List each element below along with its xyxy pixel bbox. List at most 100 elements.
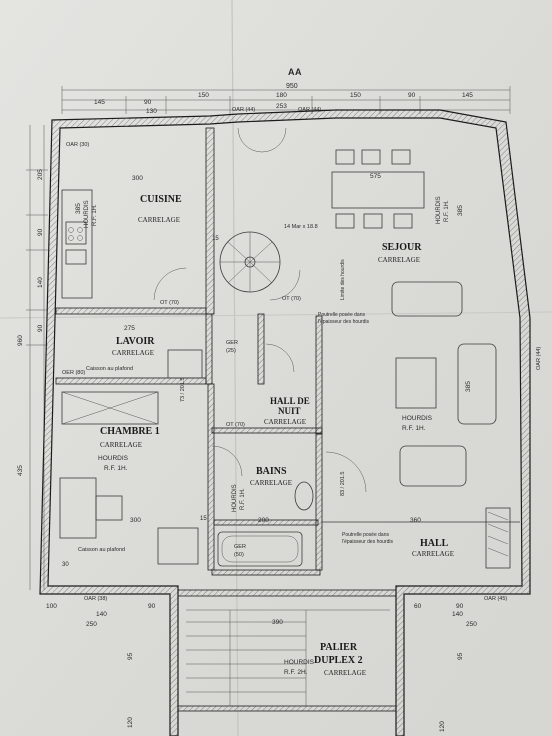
label-ot-70-sejour: OT (70) [282,296,301,302]
room-floor-sejour: CARRELAGE [378,256,420,264]
dim-left-2: 90 [37,228,44,236]
dim-left-4: 90 [37,324,44,332]
room-name-bains: BAINS [256,466,287,477]
dim-chambre-300: 300 [130,517,141,524]
section-mark-a2: A [295,67,302,77]
note-poutrelle-2: l'épaisseur des hourdis [318,319,369,325]
note-caisson-chambre: Caisson au plafond [78,547,125,553]
dim-sejour-385: 385 [457,205,464,216]
dim-door-83: 83 / 201.5 [340,472,346,496]
dim-bains-200: 200 [258,517,269,524]
dim-left-120: 120 [127,717,134,728]
hall-radiator [485,507,511,569]
dim-bottom-90-b: 90 [456,603,464,610]
note-caisson-lavoir: Caisson au plafond [86,366,133,372]
dining-table [331,149,425,229]
dim-bottom-60: 60 [414,603,422,610]
dim-30-a: 30 [62,562,69,568]
label-oar-38: OAR (38) [84,596,107,602]
label-ger-lavoir: GER [226,340,238,346]
dim-top-1: 145 [94,99,105,106]
living-sofas [391,281,497,487]
dim-bottom-90: 90 [148,603,156,610]
dim-hall-360: 360 [410,517,421,524]
laundry-unit [167,349,203,379]
room-name-sejour: SEJOUR [382,242,422,253]
dim-bottom-140: 140 [96,611,107,618]
dim-top-7: 145 [462,92,473,99]
dim-bottom-100: 100 [46,603,57,610]
label-ger-25: (25) [226,348,236,354]
room-name-hall-nuit-1: HALL DE [270,396,310,406]
room-name-chambre: CHAMBRE 1 [100,426,160,437]
dim-left-6: 435 [17,465,24,476]
dim-top-5: 150 [350,92,361,99]
note-hourdis-sejour-2: HOURDIS [402,415,433,422]
door-swings [153,127,367,493]
label-oar-30: OAR (30) [66,142,89,148]
note-rf2h-palier: R.F. 2H. [284,669,308,676]
note-rf1h-sejour-2: R.F. 1H. [402,425,426,432]
room-floor-cuisine: CARRELAGE [138,216,180,224]
room-name-cuisine: CUISINE [140,194,182,205]
note-hourdis-sejour: HOURDIS [436,196,442,224]
room-floor-palier: CARRELAGE [324,669,366,677]
room-name-palier-1: PALIER [320,642,358,653]
dim-left-5: 960 [17,335,24,346]
spiral-staircase [219,231,281,293]
room-floor-bains: CARRELAGE [250,479,292,487]
dim-kitchen-300: 300 [132,175,143,182]
dim-sejour-385-b: 385 [465,381,472,392]
interior-walls [55,127,520,712]
note-hourdis-palier: HOURDIS [284,659,315,666]
note-rf1h-cuisine: R.F. 1H. [92,204,98,226]
label-oar-44-right: OAR (44) [536,347,542,370]
washbasin [294,481,314,511]
kitchen-counter [61,189,93,299]
note-poutrelle-hall-1: Poutrelle posée dans [342,532,389,538]
label-oar-45: OAR (45) [484,596,507,602]
dim-left-95: 95 [127,652,134,660]
dim-bottom-250: 250 [86,621,97,628]
dim-kitchen-385: 385 [75,203,82,214]
dim-sejour-575: 575 [370,173,381,180]
dim-lavoir-275: 275 [124,325,135,332]
dim-top-3: 150 [198,92,209,99]
dim-top2-1: 130 [146,108,157,115]
label-oar-44-top-1: OAR (44) [232,107,255,113]
dim-15-b: 15 [200,516,207,522]
bedroom-furniture [59,391,199,565]
dim-top-4: 180 [276,92,287,99]
dim-right-120: 120 [439,721,446,732]
label-oar-44-top-2: OAR (44) [298,107,321,113]
label-ot-70-cuisine: OT (70) [160,300,179,306]
dim-top-2: 90 [144,99,152,106]
note-rf1h-bains: R.F. 1H. [240,488,246,510]
label-ger-bains: GER [234,544,246,550]
label-ger-50: (50) [234,552,244,558]
label-oer-80: OER (80) [62,370,85,376]
dim-right-95: 95 [457,652,464,660]
note-limite-hourdis: Limite des hourdis [340,259,346,300]
note-marches: 14 Mar x 18.8 [284,224,318,230]
exterior-walls [39,109,531,736]
note-hourdis-cuisine: HOURDIS [84,200,90,228]
room-floor-chambre: CARRELAGE [100,441,142,449]
dim-top-6: 90 [408,92,416,99]
dim-door-73: 73 / 201.5 [180,378,186,402]
dim-left-3: 140 [37,277,44,288]
total-width-label: 950 [286,83,298,90]
dim-palier-390: 390 [272,619,283,626]
section-mark-a: A [288,67,295,77]
note-hourdis-chambre: HOURDIS [98,455,129,462]
bathtub [217,531,303,567]
note-poutrelle-1: Poutrelle posée dans [318,312,365,318]
dim-bottom-250-b: 250 [466,621,477,628]
dim-top2-2: 253 [276,103,287,110]
note-hourdis-bains: HOURDIS [232,484,238,512]
dim-left-1: 205 [37,169,44,180]
label-ot-70-hall: OT (70) [226,422,245,428]
room-name-hall-nuit-2: NUIT [278,406,301,416]
dim-bottom-140-b: 140 [452,611,463,618]
